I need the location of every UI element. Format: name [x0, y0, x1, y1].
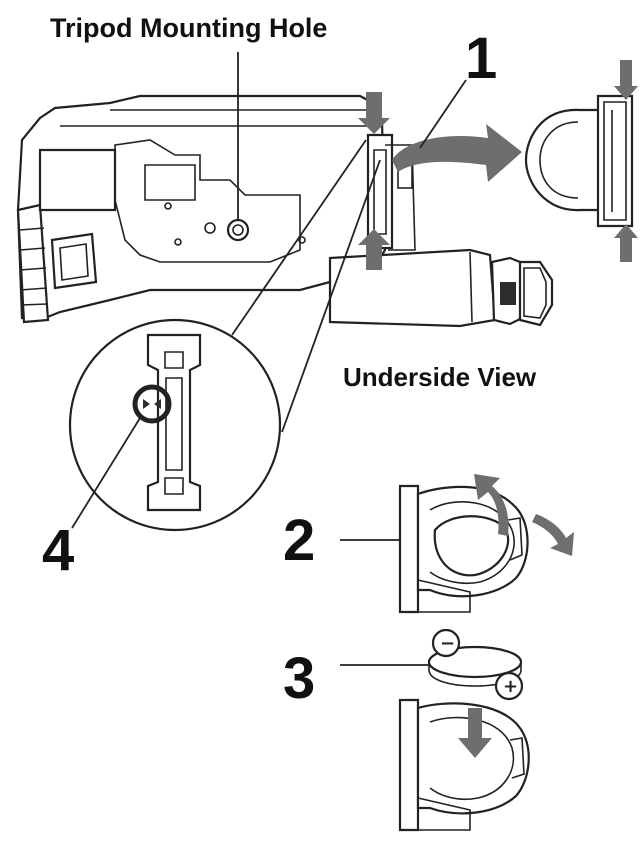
minus-symbol: − [440, 633, 455, 654]
magnified-holder-slot [146, 333, 202, 512]
step-4-leader-line [71, 417, 141, 529]
camcorder-underside [16, 94, 554, 328]
magnifier-lead-line-right [281, 159, 381, 433]
battery-holder-step3 [398, 698, 530, 832]
squeeze-arrow-top [614, 60, 638, 100]
step-3-label: 3 [283, 646, 315, 711]
battery-holder-step2 [398, 484, 529, 614]
lift-arrow-step2 [474, 474, 509, 536]
coin-battery-tilted [433, 515, 510, 577]
step-4-label: 4 [42, 518, 74, 583]
plus-symbol: + [503, 676, 518, 697]
tripod-mounting-hole-label: Tripod Mounting Hole [50, 13, 327, 43]
squeeze-arrow-bottom [614, 224, 638, 262]
step-2-label: 2 [283, 508, 315, 573]
flip-arrow-step2 [532, 514, 574, 556]
tripod-mounting-hole [226, 218, 250, 242]
minus-terminal-marker [431, 628, 461, 658]
pull-out-arrow [392, 124, 522, 182]
insert-arrow-step3 [458, 708, 492, 758]
magnifier-lead-line-left [231, 139, 367, 336]
step-1-leader-line [419, 79, 467, 149]
underside-view-label: Underside View [343, 362, 537, 392]
release-mark-highlight [132, 384, 172, 424]
plus-terminal-marker [494, 671, 524, 701]
push-arrow-top [358, 92, 390, 134]
new-coin-battery: − + [427, 628, 524, 701]
release-mark-icon [143, 399, 161, 409]
step-1-label: 1 [465, 26, 497, 91]
battery-holder-removed [524, 94, 634, 228]
push-arrow-bottom [358, 229, 390, 270]
